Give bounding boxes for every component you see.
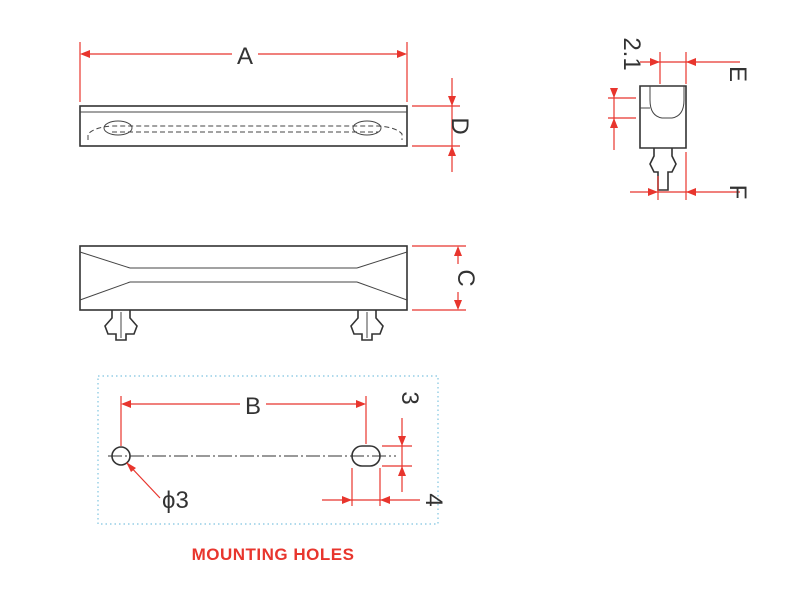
mounting-holes-panel [97, 375, 439, 525]
mounting-holes-frame [97, 375, 439, 525]
front-view [79, 245, 408, 341]
mounting-hole-slot [351, 445, 381, 467]
dimension-f-label: F [724, 185, 751, 200]
dimension-hole-height-label: 3 [396, 391, 423, 404]
dimension-hole-diameter: ϕ3 [126, 462, 189, 514]
front-view-pin-left [104, 310, 138, 341]
mounting-hole-round [111, 446, 131, 466]
top-view-clip-left [103, 120, 133, 136]
dimension-hole-width: 4 [322, 468, 447, 507]
dimension-hole-diameter-label: ϕ3 [162, 487, 189, 514]
front-view-body [79, 245, 408, 311]
dimension-c-label: C [452, 269, 479, 286]
dimension-side-top-label: 2.1 [618, 37, 645, 70]
top-view-hidden-channel [87, 125, 403, 140]
dimension-d: D [412, 78, 473, 172]
dimension-hole-height: 3 [382, 391, 423, 492]
top-view-body [79, 105, 408, 147]
top-view-clip-right [352, 120, 382, 136]
dimension-b-label: B [245, 393, 261, 420]
dimension-b: B [120, 390, 367, 446]
dimension-c: C [412, 245, 479, 311]
dimension-hole-width-label: 4 [420, 493, 447, 506]
dimension-d-label: D [446, 117, 473, 134]
side-view [639, 85, 687, 191]
mounting-holes-caption: MOUNTING HOLES [192, 545, 355, 564]
dimension-e-label: E [724, 66, 751, 82]
side-view-body [639, 85, 687, 149]
top-view [79, 105, 408, 147]
front-view-pin-right [350, 310, 384, 341]
dimension-f: F [630, 152, 751, 200]
dimension-side-left [608, 88, 636, 150]
dimension-a-label: A [237, 43, 253, 70]
side-view-pin [649, 148, 677, 191]
dimension-a: A [79, 38, 408, 102]
dimension-side-top: 2.1 E [618, 37, 751, 84]
